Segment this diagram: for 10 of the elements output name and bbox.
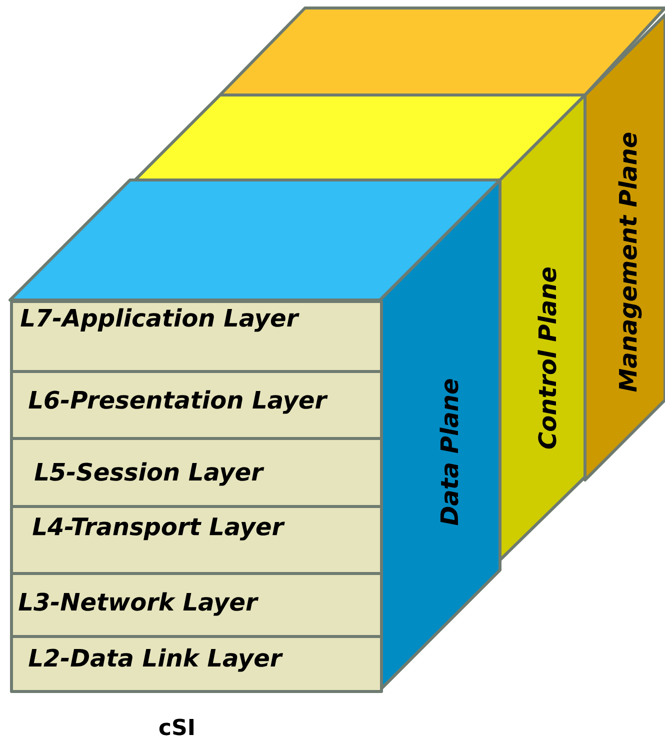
plane-side-face: Control Plane xyxy=(498,94,586,562)
layer-box: L7-Application Layer xyxy=(10,300,383,373)
layer-box: L6-Presentation Layer xyxy=(10,370,383,440)
layer-box: L5-Session Layer xyxy=(10,437,383,508)
plane-side-face: Management Plane xyxy=(584,14,665,482)
layer-box: L4-Transport Layer xyxy=(10,505,383,575)
plane-side-face: Data Plane xyxy=(378,178,502,692)
caption: cSI xyxy=(159,718,194,736)
layer-box: L2-Data Link Layer xyxy=(10,635,383,693)
layer-box: L3-Network Layer xyxy=(10,572,383,638)
